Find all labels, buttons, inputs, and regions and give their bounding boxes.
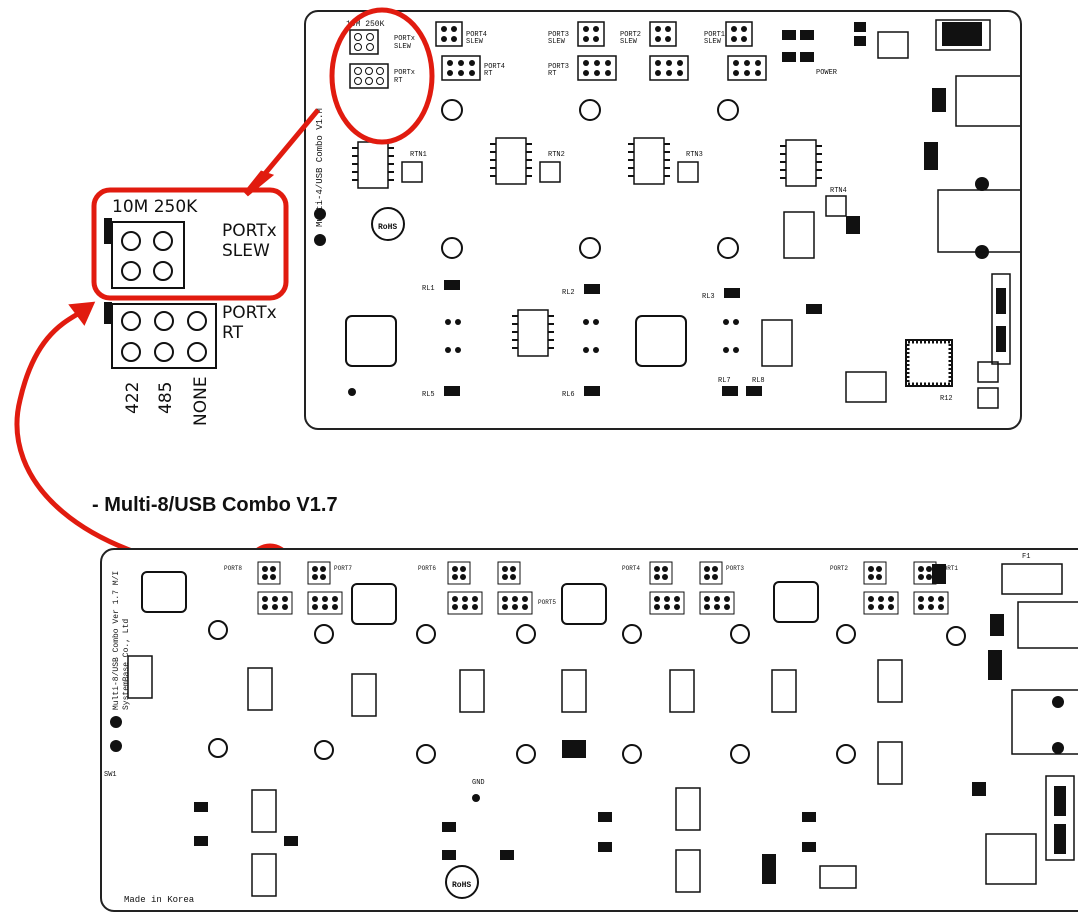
bottom-mount-holes [208,620,966,764]
section-title: - Multi-8/USB Combo V1.7 [92,494,338,516]
bottom-pcb-drawing: Multi-8/USB Combo Ver 1.7 M/I SystemBase… [104,553,1078,905]
port4-header: PORT4 SLEW PORT4 RT [435,21,505,81]
top-rl8: RL8 [752,377,765,385]
bottom-port7-label: PORT7 [334,565,352,572]
top-rl1: RL1 [422,285,435,293]
top-resistor-networks [401,161,999,409]
port1-slew-suffix: SLEW [704,38,722,46]
port2-slew-label: PORT2 [620,31,641,39]
bottom-rohs-text: RoHS [452,881,471,890]
top-first-rt-1: PORTx [394,69,415,77]
zoom-speed-label: 10M 250K [112,197,198,217]
zoom-rt-block [111,303,217,369]
top-first-slew-2: SLEW [394,43,412,51]
top-rl6: RL6 [562,391,575,399]
bottom-sw1: SW1 [104,771,117,779]
port3-rt-suffix: RT [548,70,556,78]
port3-slew-label: PORT3 [548,31,569,39]
zoom-slew-header: 10M 250K PORTx SLEW [104,197,277,289]
port4-slew-label: PORT4 [466,31,487,39]
bottom-plcc-chips [141,571,819,625]
bottom-port8-label: PORT8 [224,565,242,572]
top-rohs-text: RoHS [378,223,397,232]
bottom-connectors [819,563,1078,889]
zoom-rt-pin1-marker [104,302,112,324]
bottom-port4-label: PORT4 [622,565,640,572]
bottom-port-headers: PORT8 PORT7 PORT6 PORT5 PORT4 PORT3 [224,561,958,615]
zoom-option-485: 485 [156,382,176,414]
top-plcc-chips [345,315,953,387]
zoom-highlight-box [91,187,289,301]
bottom-port6-label: PORT6 [418,565,436,572]
top-rl2: RL2 [562,289,575,297]
zoom-rt-label-2: RT [222,323,244,343]
port2-slew-suffix: SLEW [620,38,638,46]
zoom-option-none: NONE [191,376,211,426]
bottom-dip-ics [127,655,903,897]
bottom-header-group-1: PORT8 PORT7 [224,561,352,615]
bottom-solder-dots [110,696,1064,802]
zoom-slew-label-2: SLEW [222,241,270,261]
top-first-slew-1: PORTx [394,35,415,43]
top-smd-parts [444,22,1006,396]
top-ic-pins [352,143,822,349]
top-port-headers: PORT4 SLEW PORT4 RT PORT3 SLEW PORT3 RT … [435,21,767,81]
zoom-pin1-marker [104,218,112,244]
port4-rt-label: PORT4 [484,63,505,71]
top-solder-dots [314,177,989,396]
bottom-header-group-3: PORT4 PORT3 [622,561,744,615]
top-qfp-chip [845,340,952,403]
port4-rt-suffix: RT [484,70,492,78]
bottom-port5-label: PORT5 [538,599,556,606]
top-mount-holes [441,99,739,259]
bottom-smd-parts [194,564,1066,884]
top-first-rt-2: RT [394,77,402,85]
top-rtn4: RTN4 [830,187,847,195]
port1-header: PORT1 SLEW [704,21,767,81]
zoom-slew-label-1: PORTx [222,221,277,241]
top-rn4: R12 [940,395,953,403]
top-rl7: RL7 [718,377,731,385]
top-power-label: POWER [816,69,838,77]
arrow-top-to-zoom-head [243,170,275,197]
zoom-option-422: 422 [123,382,143,414]
port4-slew-suffix: SLEW [466,38,484,46]
top-board-vertical-text: Multi-4/USB Combo V1.M [315,108,325,227]
zoom-slew-block [111,221,185,289]
top-rtn3: RTN3 [686,151,703,159]
top-rtn2: RTN2 [548,151,565,159]
bottom-port3-label: PORT3 [726,565,744,572]
zoom-rt-label-1: PORTx [222,303,277,323]
bottom-port1-label: PORT1 [940,565,958,572]
bottom-board-vertical-text: Multi-8/USB Combo Ver 1.7 M/I [112,571,121,710]
zoom-rt-header: PORTx RT 422 485 NONE [104,302,277,426]
bottom-port2-label: PORT2 [830,565,848,572]
top-rtn1: RTN1 [410,151,427,159]
top-rl5: RL5 [422,391,435,399]
bottom-header-group-2: PORT6 PORT5 [418,561,556,615]
port1-slew-label: PORT1 [704,31,725,39]
top-rohs-logo: RoHS [371,207,405,241]
bottom-f1: F1 [1022,553,1030,561]
port3-rt-label: PORT3 [548,63,569,71]
port3-header: PORT3 SLEW PORT3 RT [548,21,617,81]
arrow-bottom-to-zoom-head [68,301,96,326]
bottom-board-vertical-text-2: SystemBase Co., Ltd [122,619,131,710]
top-rl3: RL3 [702,293,715,301]
top-pcb-board: Multi-4/USB Combo V1.M PORT4 SLEW PORT4 … [304,10,1022,430]
bottom-header-group-4: PORT2 PORT1 [830,561,958,615]
top-dip-ics [357,137,817,367]
top-connectors [877,19,1020,365]
top-pcb-drawing: Multi-4/USB Combo V1.M PORT4 SLEW PORT4 … [314,19,1020,409]
top-first-header: 10M 250K PORTx SLEW PORTx RT [346,20,415,89]
made-in-korea-label: Made in Korea [124,895,195,905]
bottom-rohs-logo: RoHS [445,865,479,899]
port2-header: PORT2 SLEW [620,21,689,81]
top-first-header-speed-label: 10M 250K [346,20,385,29]
arrow-bottom-to-zoom [14,307,241,577]
bottom-pcb-board: Multi-8/USB Combo Ver 1.7 M/I SystemBase… [100,548,1078,912]
bottom-gnd: GND [472,779,485,787]
port3-slew-suffix: SLEW [548,38,566,46]
